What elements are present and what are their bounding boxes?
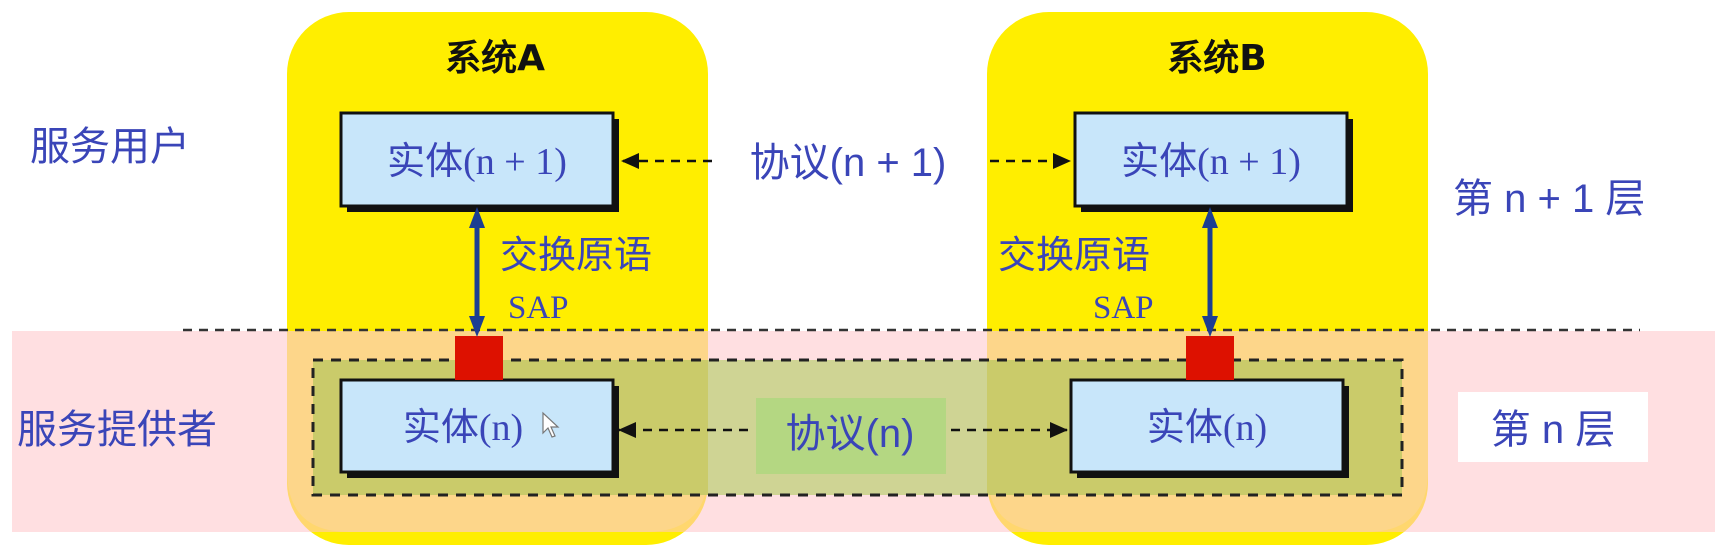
system-b-title: 系统B xyxy=(1167,38,1266,79)
protocol-n-label-bg xyxy=(756,398,946,474)
primitive-arrow-a-head-up xyxy=(469,207,485,228)
entity-a-upper-label: 实体(n + 1) xyxy=(387,141,567,183)
protocol-upper-label: 协议(n + 1) xyxy=(750,141,947,185)
primitive-arrow-b-head-down xyxy=(1202,316,1218,337)
entity-b-lower[interactable]: 实体(n) xyxy=(1069,378,1345,474)
entity-a-lower-label: 实体(n) xyxy=(403,407,523,449)
role-service-provider: 服务提供者 xyxy=(17,407,217,453)
layer-upper-label: 第 n + 1 层 xyxy=(1453,177,1645,221)
entity-a-lower[interactable]: 实体(n) xyxy=(339,378,615,474)
sap-b-square[interactable] xyxy=(1186,336,1234,380)
layer-n-dashed-border xyxy=(311,358,1404,497)
sap-b-label: SAP xyxy=(1093,290,1154,326)
primitive-arrow-a-head-down xyxy=(469,316,485,337)
layer-lower-label-bg xyxy=(1458,392,1648,462)
primitive-arrow-b-head-up xyxy=(1202,207,1218,228)
entity-b-lower-label: 实体(n) xyxy=(1147,407,1267,449)
sap-a-square[interactable] xyxy=(455,336,503,380)
sap-a-label: SAP xyxy=(508,290,569,326)
entity-b-upper-label: 实体(n + 1) xyxy=(1121,141,1301,183)
role-service-user: 服务用户 xyxy=(30,124,190,170)
layer-lower-label: 第 n 层 xyxy=(1491,408,1615,452)
mouse-pointer-icon xyxy=(542,411,560,438)
primitive-a-label: 交换原语 xyxy=(500,233,652,277)
protocol-lower-label: 协议(n) xyxy=(786,412,915,456)
system-a-title: 系统A xyxy=(445,38,545,79)
entity-b-upper[interactable]: 实体(n + 1) xyxy=(1073,111,1349,208)
primitive-b-label: 交换原语 xyxy=(998,233,1150,277)
entity-a-upper[interactable]: 实体(n + 1) xyxy=(339,111,615,208)
